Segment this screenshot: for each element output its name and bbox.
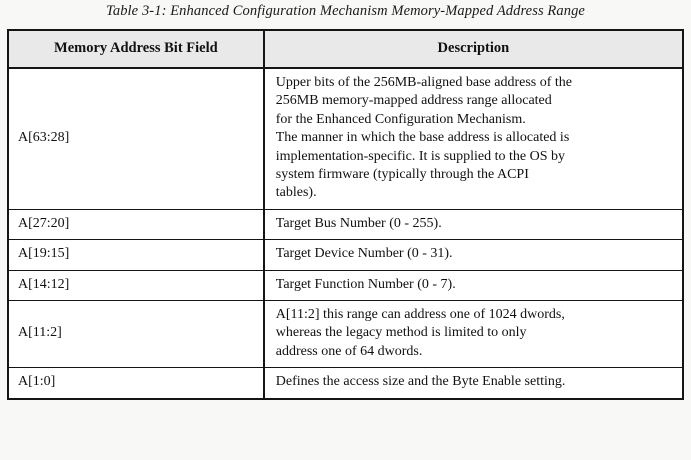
cell-memory-address-bit-field: A[11:2] <box>8 300 265 369</box>
description-line: Upper bits of the 256MB-aligned base add… <box>275 75 573 90</box>
table-header-row: Memory Address Bit Field Description <box>8 30 683 69</box>
table-container: Memory Address Bit Field Description A[6… <box>7 29 684 400</box>
description-line: 256MB memory-mapped address range alloca… <box>275 93 552 109</box>
cell-description: Target Bus Number (0 - 255). <box>263 209 683 241</box>
cell-description: A[11:2] this range can address one of 10… <box>263 300 683 369</box>
description-line: A[11:2] this range can address one of 10… <box>275 307 565 323</box>
cell-memory-address-bit-field: A[63:28] <box>8 68 265 210</box>
table-header: Memory Address Bit Field Description <box>8 30 683 69</box>
cell-description: Defines the access size and the Byte Ena… <box>263 367 683 399</box>
description-line: for the Enhanced Configuration Mechanism… <box>275 111 526 127</box>
table-row: A[1:0] Defines the access size and the By… <box>8 367 683 399</box>
column-header-description: Description <box>263 30 683 69</box>
table-row: A[27:20] Target Bus Number (0 - 255). <box>8 209 683 241</box>
description-line: Defines the access size and the Byte Ena… <box>275 374 566 390</box>
memory-address-table: Memory Address Bit Field Description A[6… <box>7 29 684 400</box>
description-line: implementation-specific. It is supplied … <box>275 148 566 164</box>
cell-memory-address-bit-field: A[1:0] <box>8 367 265 399</box>
cell-description: Target Function Number (0 - 7). <box>263 270 683 302</box>
cell-memory-address-bit-field: A[27:20] <box>8 209 265 241</box>
description-line: tables). <box>275 185 317 201</box>
description-line: Target Bus Number (0 - 255). <box>275 215 442 231</box>
table-row: A[19:15] Target Device Number (0 - 31). <box>8 239 683 271</box>
table-row: A[63:28] Upper bits of the 256MB-aligned … <box>8 68 683 210</box>
description-line: The manner in which the base address is … <box>275 130 570 146</box>
table-body: A[63:28] Upper bits of the 256MB-aligned … <box>8 68 683 399</box>
cell-memory-address-bit-field: A[14:12] <box>8 270 265 302</box>
description-line: whereas the legacy method is limited to … <box>275 325 527 341</box>
table-row: A[14:12] Target Function Number (0 - 7). <box>8 270 683 302</box>
description-line: Target Device Number (0 - 31). <box>275 246 453 262</box>
cell-memory-address-bit-field: A[19:15] <box>8 239 265 271</box>
description-line: system firmware (typically through the A… <box>275 167 529 183</box>
table-caption: Table 3-1: Enhanced Configuration Mechan… <box>106 3 585 19</box>
description-line: Target Function Number (0 - 7). <box>275 276 456 292</box>
table-row: A[11:2] A[11:2] this range can address on… <box>8 300 683 369</box>
cell-description: Upper bits of the 256MB-aligned base add… <box>263 68 683 210</box>
cell-description: Target Device Number (0 - 31). <box>263 239 683 271</box>
column-header-memory-address-bit-field: Memory Address Bit Field <box>8 30 265 69</box>
description-line: address one of 64 dwords. <box>275 343 423 359</box>
